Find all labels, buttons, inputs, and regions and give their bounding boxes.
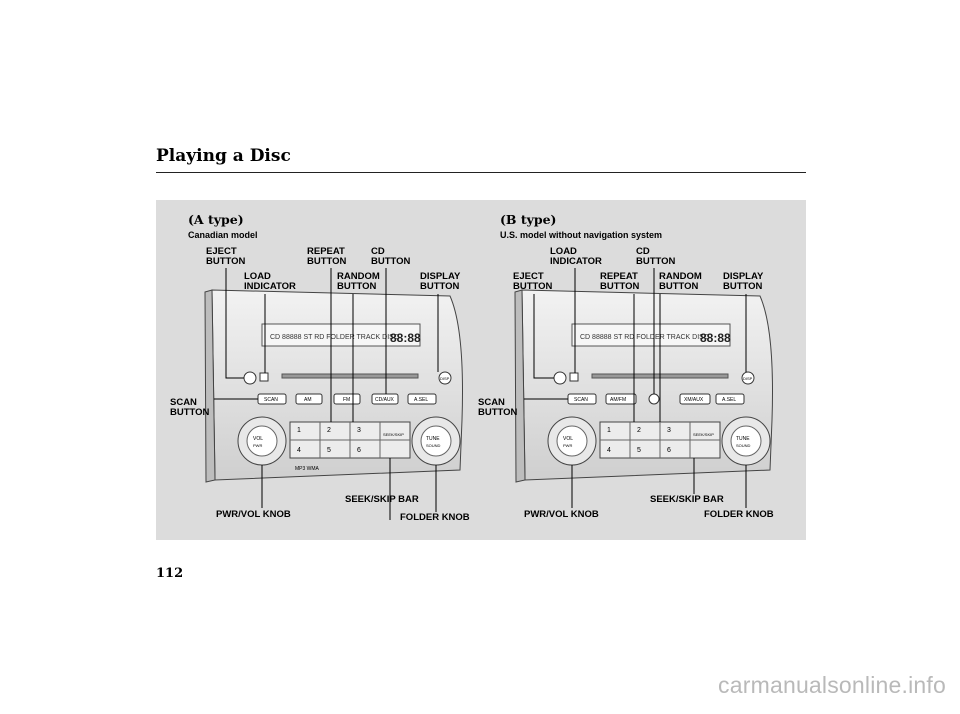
title-rule (156, 172, 806, 173)
radio-b-lcd (571, 323, 731, 347)
svg-text:XM/AUX: XM/AUX (684, 397, 704, 403)
leader-lines-b (524, 268, 747, 508)
radio-a-asel-button[interactable] (407, 393, 437, 405)
panel-b-heading: (B type) (500, 212, 557, 227)
svg-text:AM/FM: AM/FM (610, 397, 626, 403)
radio-a: CD 88888 ST RD FOLDER TRACK DISC 88:88 D… (204, 289, 463, 483)
svg-text:2: 2 (327, 427, 331, 434)
radio-b-amfm-button[interactable] (605, 393, 637, 405)
radio-b-disp-button[interactable] (741, 371, 755, 385)
svg-text:SCAN: SCAN (574, 397, 588, 403)
radio-b-xm-button[interactable] (679, 393, 711, 405)
label-b-seek: SEEK/SKIP BAR (650, 494, 724, 505)
label-b-eject: EJECT BUTTON (513, 271, 553, 292)
label-a-cd: CD BUTTON (371, 246, 411, 267)
label-b-random: RANDOM BUTTON (659, 271, 702, 292)
label-a-load: LOAD INDICATOR (244, 271, 296, 292)
svg-text:6: 6 (357, 447, 361, 454)
svg-text:SOUND: SOUND (426, 443, 441, 448)
svg-text:VOL: VOL (563, 436, 573, 442)
label-b-pwr: PWR/VOL KNOB (524, 509, 599, 520)
svg-text:TUNE: TUNE (736, 436, 750, 442)
svg-text:1: 1 (607, 427, 611, 434)
radio-a-load-indicator (259, 372, 269, 382)
leader-lines-a (214, 268, 439, 520)
svg-text:CD 88888 ST RD FOLDER TRACK DI: CD 88888 ST RD FOLDER TRACK DISC (270, 334, 399, 341)
svg-text:6: 6 (667, 447, 671, 454)
radio-a-am-button[interactable] (295, 393, 323, 405)
svg-text:AM: AM (304, 397, 312, 403)
page-title: Playing a Disc (156, 146, 291, 166)
svg-text:2: 2 (637, 427, 641, 434)
svg-text:CD 88888 ST RD FOLDER TRACK DI: CD 88888 ST RD FOLDER TRACK DISC (580, 334, 709, 341)
radio-b: CD 88888 ST RD FOLDER TRACK DISC 88:88 D… (514, 289, 773, 483)
panel-a-subheading: Canadian model (188, 230, 258, 240)
label-a-random: RANDOM BUTTON (337, 271, 380, 292)
label-a-pwr: PWR/VOL KNOB (216, 509, 291, 520)
panel-b-subheading: U.S. model without navigation system (500, 230, 663, 240)
radio-a-lcd-digits: 88:88 (390, 331, 421, 345)
radio-b-seek-bar[interactable]: SEEK/SKIP (693, 432, 714, 437)
svg-text:TUNE: TUNE (426, 436, 440, 442)
label-a-seek: SEEK/SKIP BAR (345, 494, 419, 505)
panel-a-heading: (A type) (188, 212, 244, 227)
svg-text:CD/AUX: CD/AUX (375, 397, 395, 403)
svg-text:PWR: PWR (563, 443, 572, 448)
label-b-scan: SCAN BUTTON (478, 397, 518, 418)
radio-b-lcd-digits: 88:88 (700, 331, 731, 345)
label-a-eject: EJECT BUTTON (206, 246, 246, 267)
label-b-repeat: REPEAT BUTTON (600, 271, 640, 292)
label-a-scan: SCAN BUTTON (170, 397, 210, 418)
radio-b-load-indicator (569, 372, 579, 382)
radio-a-disc-slot (281, 373, 419, 379)
label-a-repeat: REPEAT BUTTON (307, 246, 347, 267)
svg-text:MP3 WMA: MP3 WMA (295, 466, 320, 472)
page-number: 112 (156, 566, 184, 581)
radio-a-cd-button[interactable] (371, 393, 399, 405)
radio-a-eject-button[interactable] (243, 371, 257, 385)
radio-b-cd-button[interactable] (648, 393, 660, 405)
svg-text:5: 5 (637, 447, 641, 454)
svg-text:SCAN: SCAN (264, 397, 278, 403)
svg-text:FM: FM (343, 397, 350, 403)
radio-b-disp-label: DISP (743, 376, 753, 381)
label-a-display: DISPLAY BUTTON (420, 271, 461, 292)
radio-a-lcd (261, 323, 421, 347)
radio-a-disp-button[interactable] (438, 371, 452, 385)
svg-text:A.SEL: A.SEL (722, 397, 736, 403)
svg-text:3: 3 (357, 427, 361, 434)
svg-text:VOL: VOL (253, 436, 263, 442)
footer-watermark: carmanualsonline.info (718, 672, 946, 698)
svg-text:5: 5 (327, 447, 331, 454)
svg-text:A.SEL: A.SEL (414, 397, 428, 403)
svg-text:1: 1 (297, 427, 301, 434)
radio-b-eject-button[interactable] (553, 371, 567, 385)
svg-text:SOUND: SOUND (736, 443, 751, 448)
svg-text:3: 3 (667, 427, 671, 434)
label-b-load: LOAD INDICATOR (550, 246, 602, 267)
svg-text:4: 4 (607, 447, 611, 454)
label-b-cd: CD BUTTON (636, 246, 676, 267)
radio-b-asel-button[interactable] (715, 393, 745, 405)
label-a-folder: FOLDER KNOB (400, 512, 470, 523)
radio-a-disp-label: DISP (440, 376, 450, 381)
label-b-display: DISPLAY BUTTON (723, 271, 764, 292)
radio-a-seek-bar[interactable]: SEEK/SKIP (383, 432, 404, 437)
svg-text:PWR: PWR (253, 443, 262, 448)
svg-text:4: 4 (297, 447, 301, 454)
label-b-folder: FOLDER KNOB (704, 509, 774, 520)
